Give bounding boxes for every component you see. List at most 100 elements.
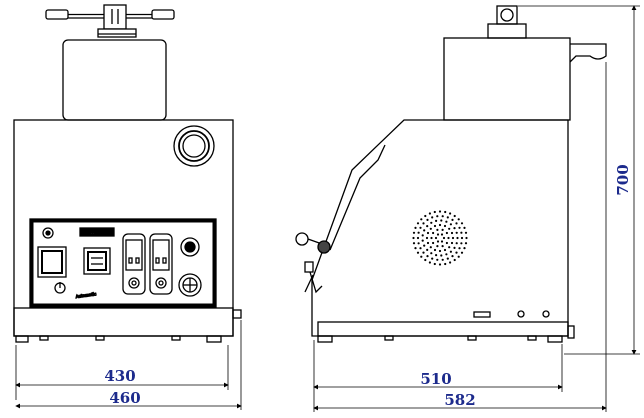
grille-hole [450, 231, 454, 235]
grille-hole [423, 229, 426, 232]
grille-hole [426, 248, 429, 251]
grille-hole [455, 222, 458, 225]
grille-hole [436, 215, 439, 218]
grille-hole [438, 263, 442, 266]
grille-hole [421, 234, 424, 237]
grille-hole [412, 236, 415, 240]
grille-hole [458, 247, 461, 250]
grille-hole [426, 241, 430, 245]
side-dimensions [313, 5, 640, 412]
grille-hole [433, 262, 436, 266]
grille-hole [420, 255, 423, 258]
grille-hole [446, 216, 449, 219]
grille-hole [463, 247, 466, 250]
dim-side-inner-depth: 510 [420, 370, 451, 388]
grille-hole [424, 214, 427, 218]
grille-hole [433, 248, 437, 252]
grille-hole [450, 241, 454, 245]
grille-hole [412, 231, 416, 234]
grille-hole [436, 245, 439, 248]
grille-hole [449, 250, 452, 253]
grille-hole [448, 227, 451, 230]
grille-hole [455, 242, 458, 245]
grille-hole [440, 254, 443, 257]
grille-hole [422, 222, 425, 225]
grille-hole [434, 236, 438, 240]
grille-hole [441, 245, 444, 248]
grille-hole [447, 236, 450, 240]
dim-front-outer-width: 460 [109, 389, 140, 407]
grille-hole [440, 219, 443, 222]
grille-hole [436, 228, 439, 231]
grille-hole [428, 261, 431, 264]
grille-hole [445, 231, 448, 235]
grille-hole [441, 215, 444, 218]
grille-hole [451, 218, 454, 221]
grille-hole [453, 246, 456, 249]
t-handle-icon [45, 4, 175, 38]
grille-hole [430, 252, 433, 255]
power-switch-icon [37, 246, 67, 294]
grille-hole [458, 226, 461, 229]
knob-icon [178, 273, 202, 297]
grille-hole [455, 231, 458, 234]
grille-hole [453, 258, 456, 262]
pressure-gauge-icon [173, 125, 215, 167]
outlet-icon [122, 233, 146, 295]
knob-icon [180, 237, 200, 257]
grille-hole [432, 241, 435, 245]
grille-hole [423, 244, 426, 247]
grille-hole [430, 221, 433, 224]
grille-hole [445, 220, 448, 223]
speaker-grille-icon [412, 210, 468, 266]
grille-hole [443, 248, 447, 252]
grille-hole [465, 236, 468, 240]
panel-label: POWER [82, 230, 103, 236]
grille-hole [460, 242, 463, 245]
grille-hole [463, 226, 466, 229]
grille-hole [438, 223, 442, 227]
grille-hole [419, 247, 422, 250]
dim-height: 700 [614, 164, 632, 195]
grille-hole [460, 222, 464, 225]
grille-hole [424, 258, 427, 262]
grille-hole [460, 231, 463, 234]
dim-front-inner-width: 430 [104, 367, 135, 385]
grille-hole [426, 231, 430, 235]
grille-hole [457, 218, 460, 221]
grille-hole [420, 218, 423, 221]
grille-hole [449, 261, 452, 264]
control-panel: Automatic POWER [29, 218, 217, 308]
grille-hole [417, 231, 420, 234]
grille-hole [438, 210, 442, 213]
grille-hole [441, 258, 444, 261]
grille-hole [431, 216, 434, 219]
grille-hole [421, 239, 424, 242]
grille-hole [428, 212, 431, 215]
joystick-lever-icon [295, 232, 331, 294]
grille-hole [417, 242, 420, 245]
grille-hole [435, 219, 438, 222]
grille-hole [436, 240, 440, 243]
grille-hole [464, 242, 468, 245]
outlet-icon [149, 233, 173, 295]
grille-hole [460, 251, 464, 254]
grille-hole [436, 258, 439, 261]
grille-hole [429, 246, 432, 249]
grille-hole [426, 225, 429, 228]
grille-hole [464, 231, 468, 234]
grille-hole [426, 218, 429, 221]
grille-hole [443, 224, 447, 228]
grille-hole [455, 251, 458, 254]
grille-hole [445, 253, 448, 256]
grille-hole [453, 227, 456, 230]
panel-signature: Automatic [75, 291, 96, 299]
grille-hole [425, 236, 429, 240]
grille-hole [441, 228, 444, 231]
front-view: Automatic POWER [13, 4, 242, 343]
grille-hole [419, 226, 422, 229]
grille-hole [432, 231, 435, 235]
grille-hole [416, 236, 420, 240]
grille-hole [433, 210, 436, 214]
